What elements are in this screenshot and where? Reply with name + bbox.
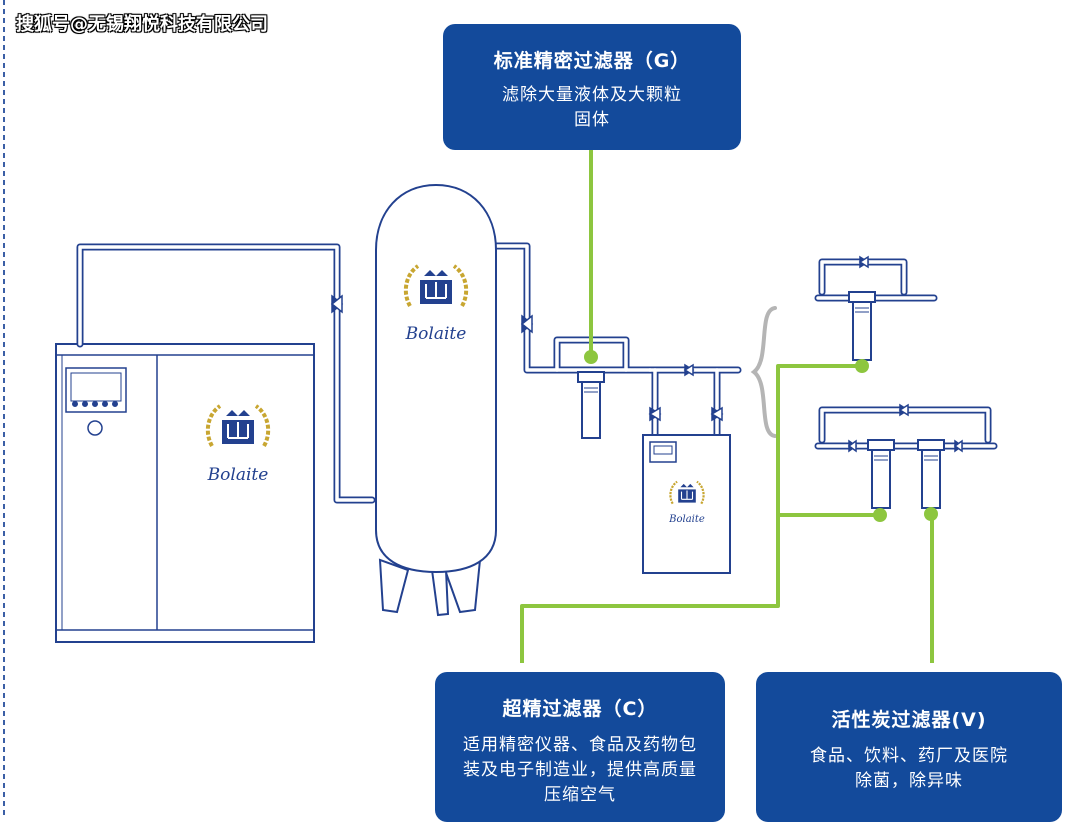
pipes-inner — [78, 244, 996, 502]
crown-wreath-logo-icon — [669, 480, 705, 505]
filter-c-top — [848, 291, 876, 361]
callout-filter-g: 标准精密过滤器（G） 滤除大量液体及大颗粒 固体 — [443, 24, 741, 150]
air-receiver-tank — [375, 183, 497, 617]
callout-v-desc-line1: 食品、饮料、药厂及医院 — [810, 746, 1008, 766]
leader-dots — [584, 350, 938, 522]
callout-v-title: 活性炭过滤器(V) — [831, 709, 987, 731]
filter-g — [577, 371, 605, 439]
crown-wreath-logo-icon — [205, 404, 271, 447]
power-knob — [87, 420, 103, 436]
brand-text-tank: Bolaite — [405, 324, 467, 344]
brand-text-dryer: Bolaite — [668, 514, 705, 525]
callout-filter-c: 超精过滤器（C） 适用精密仪器、食品及药物包装及电子制造业，提供高质量压缩空气 — [435, 672, 725, 822]
callout-c-title: 超精过滤器（C） — [502, 698, 658, 720]
control-panel-screen — [65, 367, 127, 413]
valves — [330, 255, 964, 453]
filter-c — [867, 439, 895, 509]
refrigerated-dryer — [642, 434, 731, 574]
callout-filter-v: 活性炭过滤器(V) 食品、饮料、药厂及医院 除菌，除异味 — [756, 672, 1062, 822]
air-compressor — [55, 343, 315, 643]
callout-c-desc: 适用精密仪器、食品及药物包装及电子制造业，提供高质量压缩空气 — [463, 735, 697, 805]
callout-v-desc-line2: 除菌，除异味 — [855, 771, 963, 791]
callout-g-desc-line1: 滤除大量液体及大颗粒 — [502, 85, 682, 105]
brand-text-compressor: Bolaite — [207, 465, 269, 485]
filter-v — [917, 439, 945, 509]
filter-group-bracket — [750, 306, 777, 438]
callout-g-desc-line2: 固体 — [574, 110, 610, 130]
crown-wreath-logo-icon — [403, 264, 469, 307]
watermark: 搜狐号@无锡翔悦科技有限公司 — [16, 14, 268, 35]
leader-lines — [520, 150, 934, 663]
callout-g-title: 标准精密过滤器（G） — [493, 50, 691, 72]
